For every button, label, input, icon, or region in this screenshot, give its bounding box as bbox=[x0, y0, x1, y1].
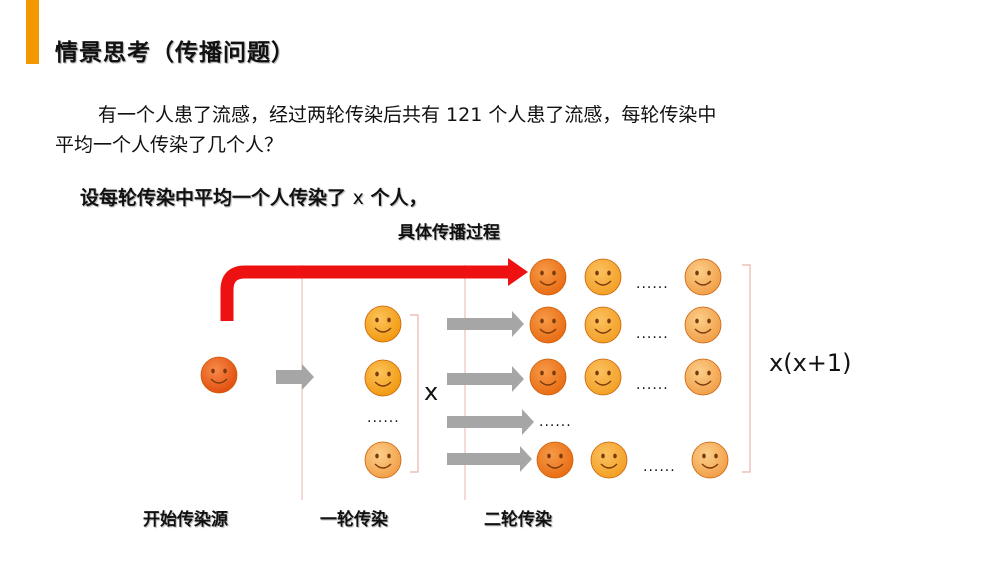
ellipsis: ...... bbox=[367, 410, 400, 426]
red-arrow-head bbox=[508, 258, 528, 286]
ellipsis: ...... bbox=[636, 326, 669, 342]
smiley-face-icon bbox=[684, 258, 722, 296]
smiley-face-icon bbox=[529, 258, 567, 296]
bracket-round1 bbox=[410, 314, 419, 473]
smiley-face-icon bbox=[590, 441, 628, 479]
red-arrow bbox=[220, 265, 510, 321]
smiley-face-icon bbox=[691, 441, 729, 479]
smiley-face-icon bbox=[584, 306, 622, 344]
stage-label-round1: 一轮传染 bbox=[320, 510, 388, 530]
gray-arrow bbox=[447, 446, 532, 472]
smiley-face-icon bbox=[684, 358, 722, 396]
variable-x: x bbox=[352, 187, 364, 209]
smiley-face-icon bbox=[684, 306, 722, 344]
round2-count-label: x(x+1) bbox=[769, 349, 852, 377]
smiley-face-icon bbox=[536, 441, 574, 479]
gray-arrows bbox=[276, 311, 534, 472]
smiley-face-icon bbox=[584, 258, 622, 296]
accent-bar bbox=[26, 0, 39, 64]
problem-line-2: 平均一个人传染了几个人？ bbox=[55, 134, 284, 156]
smiley-face-icon bbox=[364, 305, 402, 343]
smiley-face-icon bbox=[584, 358, 622, 396]
process-label: 具体传播过程 bbox=[398, 223, 500, 243]
stage-label-round2: 二轮传染 bbox=[484, 510, 552, 530]
round1-count-label: x bbox=[424, 378, 439, 406]
gray-arrow bbox=[276, 364, 314, 390]
bracket-round2 bbox=[742, 264, 751, 473]
smiley-face-icon bbox=[364, 441, 402, 479]
smiley-face-icon bbox=[529, 358, 567, 396]
smiley-face-icon bbox=[200, 356, 238, 394]
page-title: 情景思考（传播问题） bbox=[55, 40, 295, 66]
smiley-face-icon bbox=[529, 306, 567, 344]
problem-statement: 有一个人患了流感，经过两轮传染后共有 121 个人患了流感，每轮传染中 平均一个… bbox=[55, 100, 935, 160]
gray-arrow bbox=[447, 366, 524, 392]
problem-line-1: 有一个人患了流感，经过两轮传染后共有 121 个人患了流感，每轮传染中 bbox=[98, 104, 717, 126]
smiley-face-icon bbox=[364, 359, 402, 397]
stage-label-source: 开始传染源 bbox=[143, 510, 228, 530]
ellipsis: ...... bbox=[539, 414, 572, 430]
assumption-text: 设每轮传染中平均一个人传染了 x 个人， bbox=[80, 187, 428, 209]
gray-arrow bbox=[447, 311, 524, 337]
ellipsis: ...... bbox=[643, 459, 676, 475]
ellipsis: ...... bbox=[636, 377, 669, 393]
ellipsis: ...... bbox=[636, 276, 669, 292]
gray-arrow bbox=[447, 409, 534, 435]
